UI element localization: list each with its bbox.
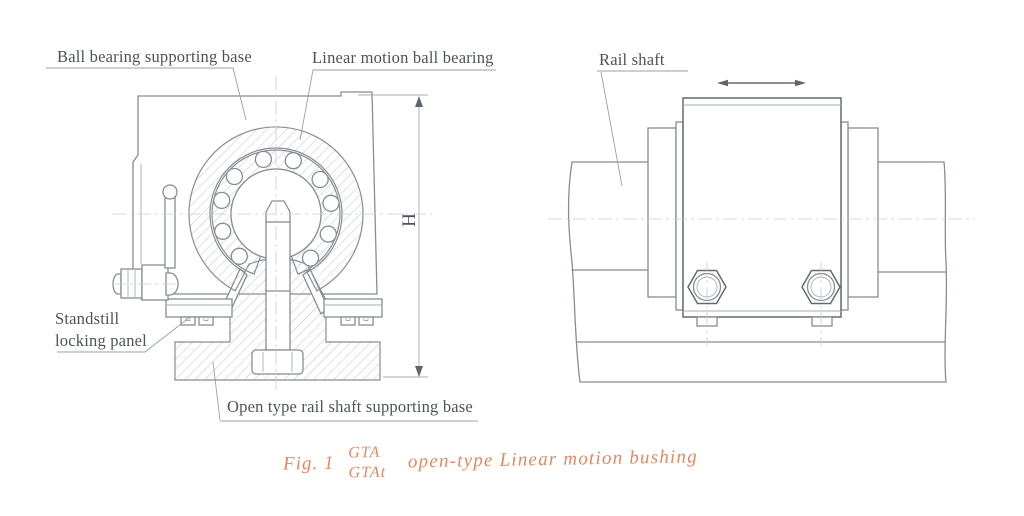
caption-fig-number: Fig. 1 — [282, 452, 335, 475]
front-view-drawing: H — [112, 91, 428, 381]
label-ball-bearing-supporting-base: Ball bearing supporting base — [57, 47, 252, 66]
housing-leg-right — [302, 267, 329, 316]
bearing-outer-ring — [188, 126, 364, 292]
label-open-type-rail-shaft-supporting-base: Open type rail shaft supporting base — [227, 397, 473, 416]
bearing-balls — [213, 150, 340, 267]
bushing-block — [647, 97, 879, 327]
caption-model-bottom: GTAt — [348, 463, 387, 482]
figure-caption: Fig. 1 GTA GTAt open-type Linear motion … — [283, 437, 698, 484]
label-standstill-locking-panel: Standstill locking panel — [55, 309, 147, 350]
caption-model-top: GTA — [348, 443, 381, 462]
label-rail-shaft: Rail shaft — [599, 50, 665, 69]
rail-shaft-bolt — [251, 200, 304, 375]
caption-model-codes: GTA GTAt — [348, 443, 386, 484]
standstill-locking-panel — [165, 298, 383, 326]
motion-direction-arrow — [717, 79, 806, 87]
leader-lines — [46, 67, 688, 422]
center-lines — [112, 76, 975, 392]
rail-shaft-shape — [567, 161, 948, 383]
side-view-drawing — [567, 79, 948, 383]
dimension-h-label: H — [399, 213, 420, 227]
clamp-bolt-assembly — [112, 264, 179, 301]
caption-title: open-type Linear motion bushing — [407, 446, 699, 473]
locking-lever — [162, 184, 178, 269]
label-linear-motion-ball-bearing: Linear motion ball bearing — [312, 48, 494, 67]
dimension-h: H — [358, 94, 428, 378]
